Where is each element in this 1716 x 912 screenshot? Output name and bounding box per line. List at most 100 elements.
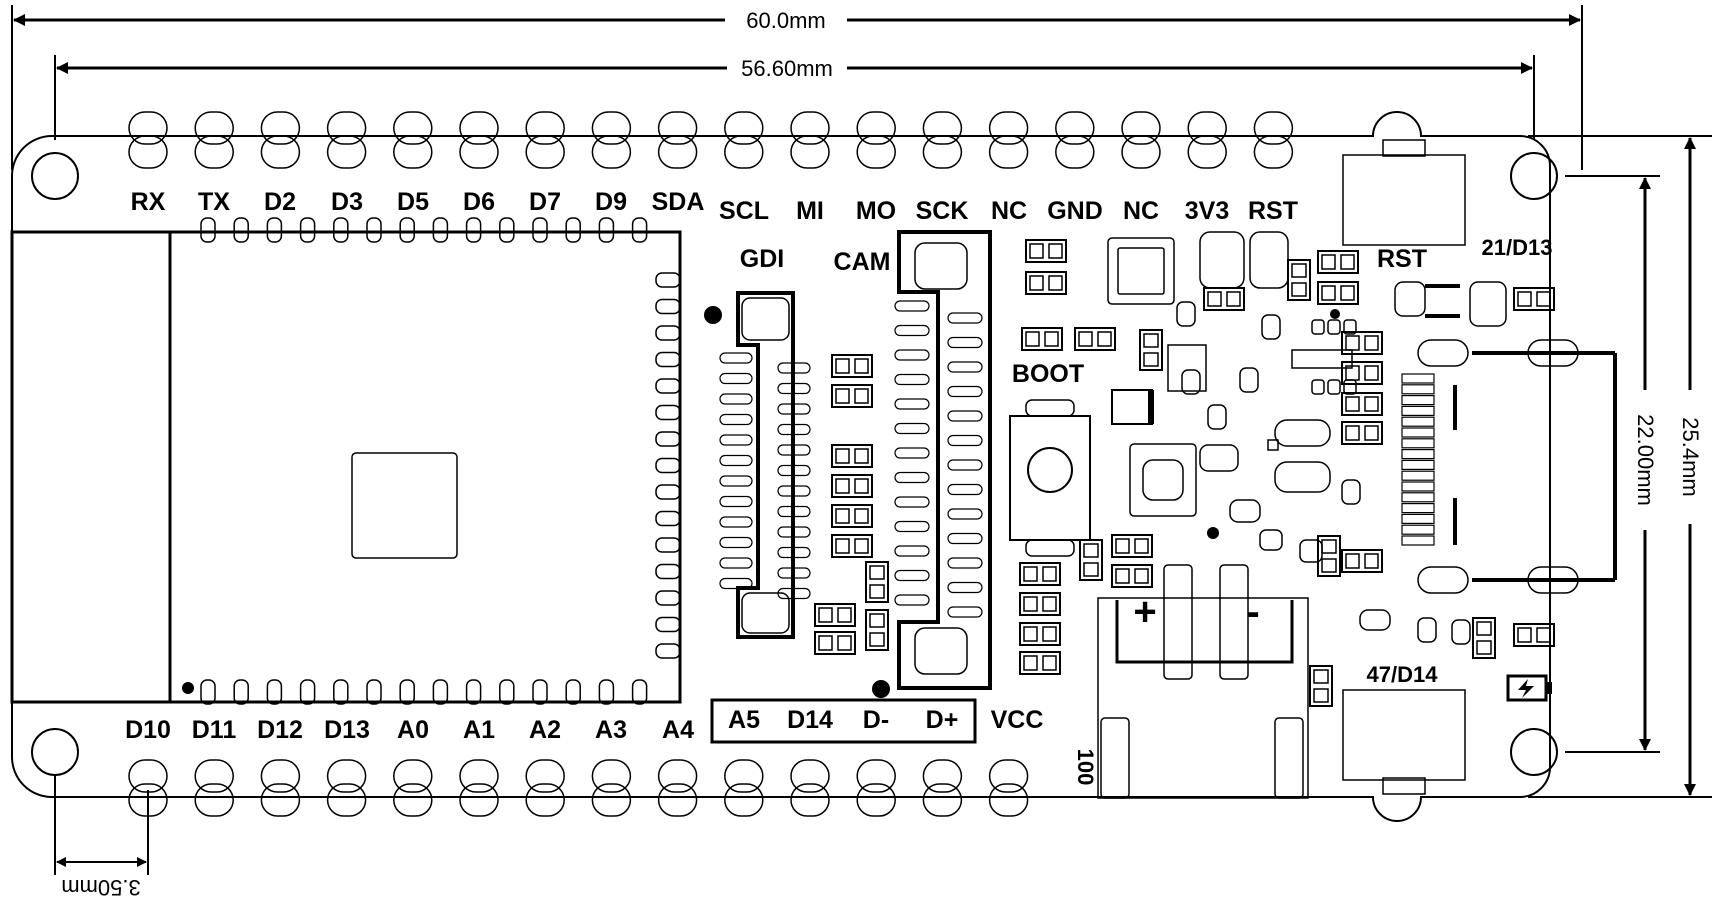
smd-pad [1291,282,1307,297]
top-header-pin [260,111,301,169]
pin-pad [856,759,896,793]
smd-pad [869,565,885,580]
pin-pad [922,759,963,793]
bottom-pin-label: A4 [662,716,694,744]
smd-body [831,474,873,498]
cam-pin [894,324,930,337]
gdi-pin [719,434,753,446]
smd-body [814,603,856,627]
smd-component [1317,281,1359,305]
cam-connector-label: CAM [834,248,891,276]
smd-body [865,561,889,603]
pin-pad [459,135,499,169]
module-pad-top [299,217,316,243]
module-pad-bottom [631,679,648,705]
bottom-pin-label: A5 [728,706,760,734]
top-pin-label: SCL [719,197,769,225]
smd-body [831,444,873,468]
gdi-pin [719,516,753,528]
smd-pad [818,635,833,651]
battery-plus-label: + [1133,590,1156,634]
cam-pin [894,594,930,606]
pin-pad [459,111,499,145]
usb-bridge-chip [1107,237,1175,305]
smd-component [865,561,889,603]
pin-pad [128,759,168,793]
pin-pad [194,783,234,817]
usb-c-pad [1401,470,1435,481]
smd-pad [854,508,869,524]
gdi-pin [719,536,753,549]
module-pad-bottom [366,679,382,705]
top-pin-label: GND [1047,197,1103,225]
top-header-pin [657,111,698,169]
cam-pin [947,483,983,496]
pin-pad [790,111,830,145]
usb-c-pad [1401,416,1435,427]
gdi-pin [777,505,811,518]
pin-pad [790,135,830,169]
module-pad-side [655,272,681,288]
bottom-pin-label: A3 [595,716,627,744]
bottom-pin-label: VCC [991,706,1044,734]
bottom-header-pins [128,759,1029,817]
smd-pad [854,358,869,374]
module-pad-side [655,484,681,500]
top-header-pin [591,111,632,169]
pin-pad [525,135,565,169]
smd-pad [1025,331,1040,347]
boot-button[interactable] [1009,399,1091,557]
bottom-header-pin [856,759,896,817]
bottom-header-pin [525,759,565,817]
smd-pad [1321,558,1337,573]
bottom-header-pin [724,759,764,817]
smd-pad [837,607,852,623]
cam-pin [947,557,983,569]
cam-pin [947,532,983,545]
smd-pad [1023,566,1038,582]
smd-component [831,534,873,558]
top-pin-label: RX [131,188,166,216]
pin-pad [591,759,632,793]
pin-pad [194,111,234,145]
smd-pad [1023,596,1038,612]
smd-pad [1291,263,1307,278]
pin-pad [459,783,499,817]
bottom-header-pin [194,759,234,817]
pin-pad [1055,111,1095,145]
rst-button[interactable] [1342,139,1466,246]
pin-pad [128,111,168,145]
usb-c-pad [1401,438,1435,449]
smd-pad [854,388,869,404]
smd-pad [1340,285,1355,301]
module-pad-side [655,378,681,394]
pin-pad [988,111,1029,145]
pin-pad [525,783,565,817]
top-header-pin [1055,111,1095,169]
usb-c-pad [1401,384,1435,395]
top-header-pin [393,111,433,169]
battery-connector: + - 100 [1073,564,1309,799]
pin-pad [724,111,764,145]
top-header-pin [1121,111,1161,169]
pin-pad [1187,135,1227,169]
gdi-pin1-dot [704,306,722,324]
pin-pad [1055,135,1095,169]
smd-component [1317,250,1359,274]
smd-pad [1143,352,1159,367]
led-47-label: 47/D14 [1367,662,1439,687]
cam-pin [947,508,983,520]
smd-component [1025,239,1067,263]
top-header-pin [790,111,830,169]
module-pad-side [655,563,681,580]
smd-pad [1042,596,1057,612]
battery-marking: 100 [1073,749,1098,786]
battery-charge-icon [1506,674,1552,702]
smd-pad [1340,254,1355,270]
pin-pad [657,111,698,145]
smd-pad [1517,291,1532,307]
smd-pad [1476,640,1492,655]
pin-pad [393,759,433,793]
module-pad-bottom [465,679,482,705]
